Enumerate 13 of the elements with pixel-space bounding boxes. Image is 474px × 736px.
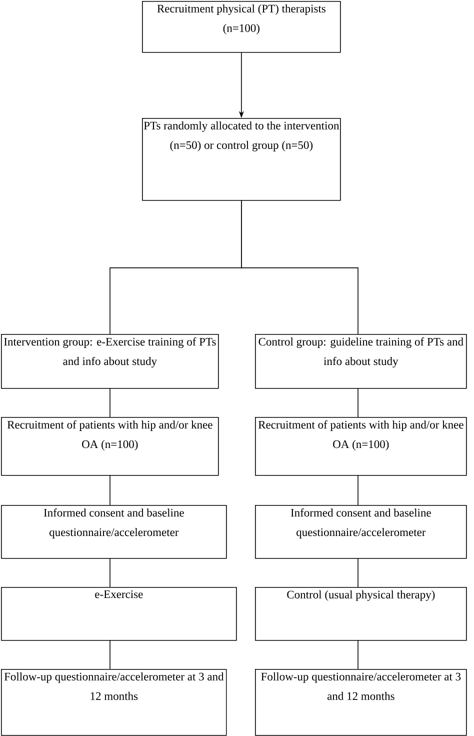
flow-box: e-Exercise xyxy=(1,587,237,641)
flow-box: Follow-up questionnaire/accelerometer at 3 and 12 months xyxy=(255,669,467,736)
flow-box: Recruitment of patients with hip and/or knee OA (n=100) xyxy=(1,417,219,476)
flow-box: Informed consent and baseline questionnaire/accelerometer xyxy=(1,505,227,559)
flow-box: Control (usual physical therapy) xyxy=(255,587,467,641)
flow-box: Informed consent and baseline questionnaire/accelerometer xyxy=(255,505,467,559)
flow-box: PTs randomly allocated to the intervention (n=50) or control group (n=50) xyxy=(142,118,341,201)
flow-box: Follow-up questionnaire/accelerometer at 3 and 12 months xyxy=(1,669,227,736)
flow-box: Intervention group: e-Exercise training of PTs and info about study xyxy=(1,334,219,389)
flow-box: Recruitment of patients with hip and/or knee OA (n=100) xyxy=(255,417,467,476)
connector xyxy=(241,200,358,334)
flow-box: Recruitment physical (PT) therapists (n=100) xyxy=(142,1,341,53)
flow-box: Control group: guideline training of PTs and info about study xyxy=(255,334,467,389)
